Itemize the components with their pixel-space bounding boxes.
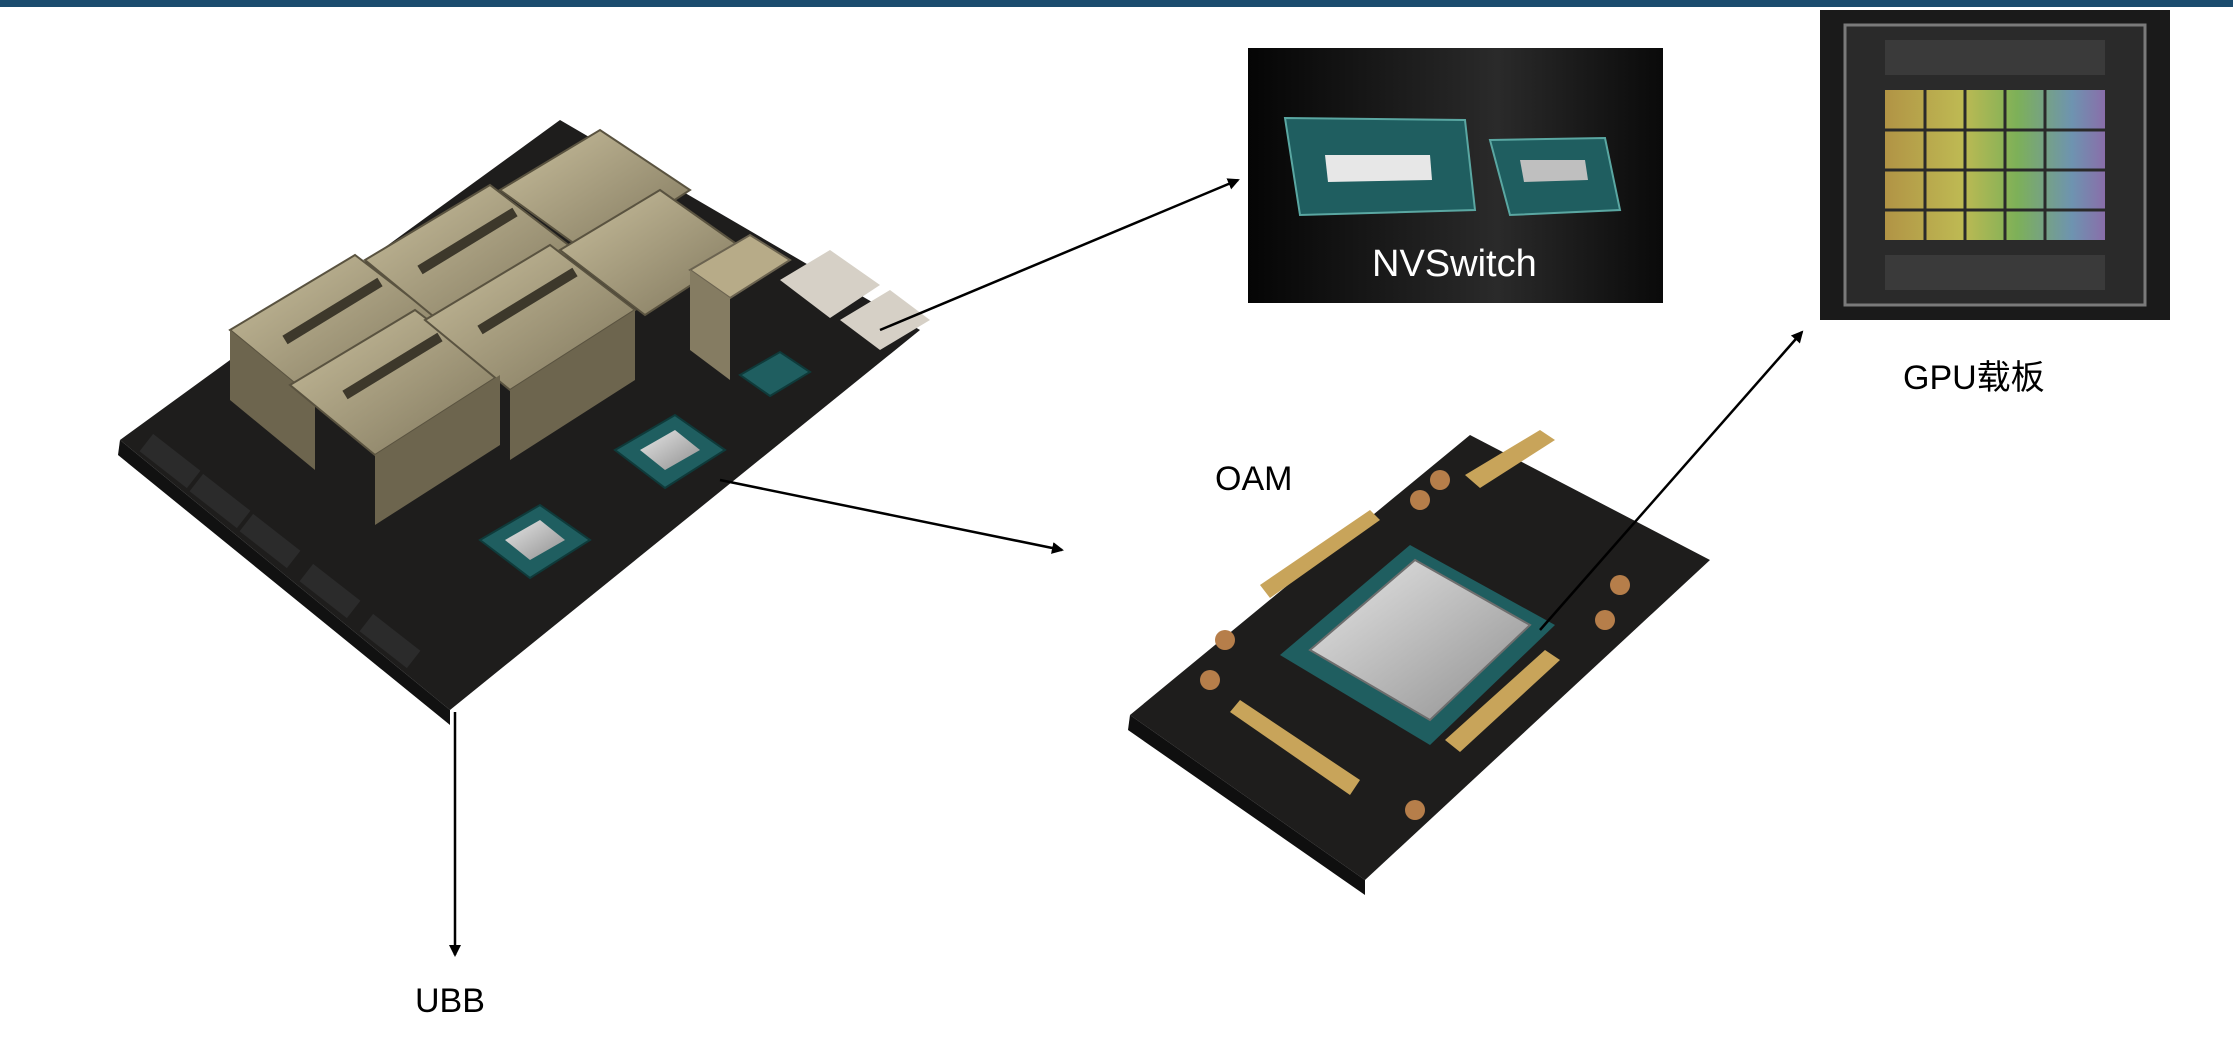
oam-module-image xyxy=(1128,430,1710,895)
ubb-side-fins xyxy=(688,233,930,380)
arrow-to-nvswitch xyxy=(879,178,1240,332)
ubb-gpu-heatsinks xyxy=(228,128,747,525)
oam-label: OAM xyxy=(1215,460,1293,498)
gpu-board-label: GPU载板 xyxy=(1903,359,2045,397)
oam-mounting-holes xyxy=(1200,470,1630,820)
gpu-die-grid xyxy=(1885,90,2105,240)
ubb-board-image xyxy=(118,120,930,725)
ubb-edge-connectors xyxy=(139,433,421,669)
nvswitch-photo: NVSwitch xyxy=(1248,48,1663,303)
ubb-nvswitch-chips xyxy=(478,350,812,580)
diagram-arrows xyxy=(449,178,1804,957)
arrow-to-oam xyxy=(719,478,1064,554)
gpu-board-photo xyxy=(1820,10,2170,320)
top-accent-bar xyxy=(0,0,2233,7)
arrow-to-gpu-board xyxy=(1539,330,1804,631)
oam-gold-connectors xyxy=(1230,430,1560,795)
ubb-label: UBB xyxy=(415,982,485,1020)
nvswitch-label: NVSwitch xyxy=(1372,243,1537,285)
